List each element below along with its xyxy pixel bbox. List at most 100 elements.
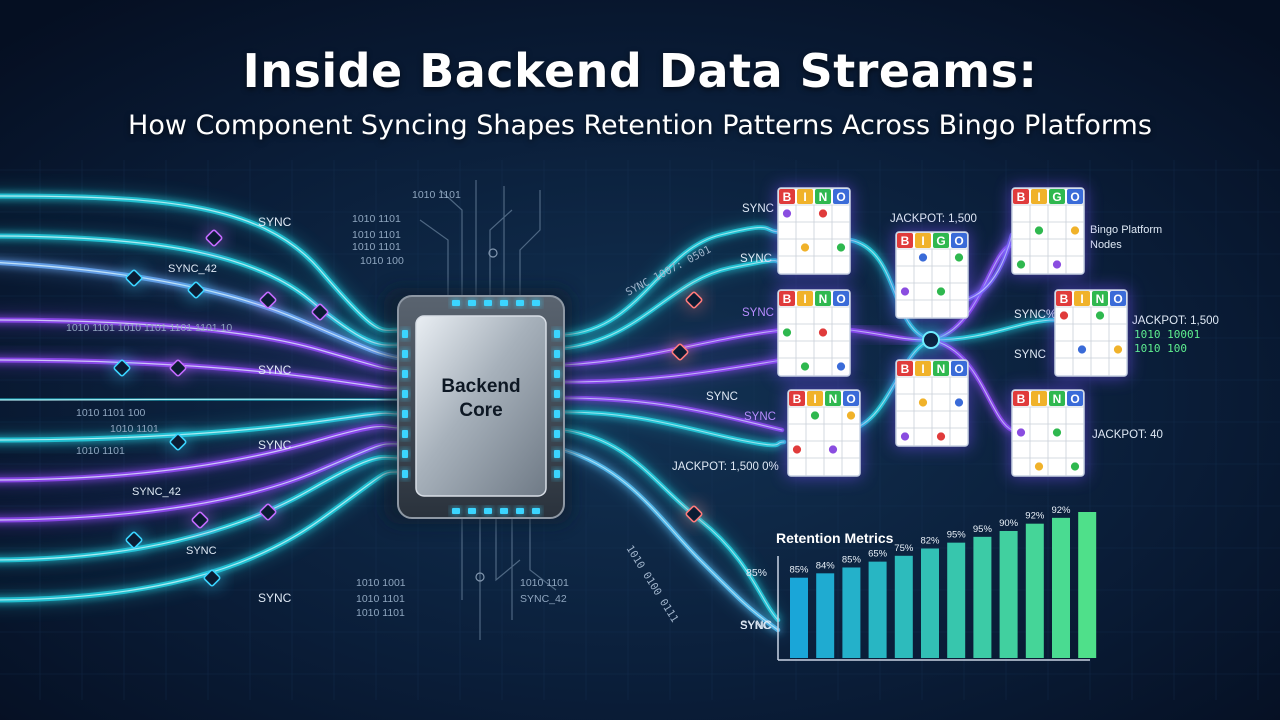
left-label-sync42-2: SYNC_42 [132,486,181,498]
bingo-header-letter: O [846,392,855,406]
core-label-line2: Core [459,400,502,421]
bingo-header-letter: I [813,392,816,406]
chart-bar [973,536,992,658]
chart-bar [868,561,887,658]
chart-bar [842,567,861,658]
core-label-line1: Backend [441,376,520,397]
bingo-header-letter: N [829,392,838,406]
bingo-header-letter: N [1053,392,1062,406]
right-label-sync: SYNC [742,203,774,215]
bingo-header-letter: G [936,234,945,248]
chart-bar [999,530,1018,658]
bingo-header-letter: B [1017,392,1026,406]
binary-label: 1010 1101 [520,577,569,589]
bingo-header-letter: I [803,190,806,204]
backend-core-chip[interactable]: Backend Core [384,288,572,524]
chart-bar [947,542,966,658]
page-subtitle: How Component Syncing Shapes Retention P… [128,110,1152,141]
chart-bar [816,573,835,658]
bingo-header-letter: B [783,292,792,306]
binary-label: 1010 1101 100 [76,407,145,419]
chart-bar [1078,512,1097,658]
chart-side-label: 85% [746,567,767,579]
chart-title: Retention Metrics [776,530,894,546]
bingo-header-letter: N [819,292,828,306]
bingo-header-letter: N [937,362,946,376]
stream-nodes [111,227,705,589]
chart-data-label: 90% [999,518,1019,529]
bingo-header-letter: I [1037,190,1040,204]
bingo-header-letter: G [1052,190,1061,204]
bingo-header-letter: O [1070,190,1079,204]
chart-data-label: 84% [816,560,836,571]
platform-nodes-label: Bingo Platform [1090,224,1162,236]
bingo-header-letter: B [1017,190,1026,204]
right-data-streams [557,220,1062,637]
binary-label: 1010 1101 [352,229,401,241]
retention-chart: Retention Metrics 85% SYNC 85%84%85%65%7… [740,505,1097,661]
jackpot-label: JACKPOT: 40 [1092,429,1163,441]
jackpot-label: JACKPOT: 1,500 [890,213,977,225]
left-label-sync-5: SYNC [258,591,292,605]
bingo-header-letter: O [954,362,963,376]
right-label-sync: SYNC [706,391,738,403]
binary-label: 1010 1101 1010 1101 1101 1101 10 [66,322,232,334]
bingo-header-letter: I [803,292,806,306]
left-labels: SYNC SYNC_42 SYNC SYNC SYNC_42 SYNC SYNC [132,215,292,605]
chart-data-label: 85% [789,565,809,576]
binary-label: 1010 1101 [352,241,401,253]
platform-nodes-label: Nodes [1090,239,1122,251]
chip-pins [402,300,560,514]
sync-hub-node [917,326,945,354]
jackpot-label: JACKPOT: 1,500 0% [672,461,779,473]
chart-data-label: 85% [842,554,862,565]
binary-label: 1010 100 [360,255,404,267]
chart-bar [894,555,913,658]
chart-bar [921,548,939,658]
chart-data-label: 95% [973,524,993,535]
bingo-header-letter: I [921,234,924,248]
right-label-sync: SYNC [740,620,772,632]
page-title: Inside Backend Data Streams: [242,44,1038,98]
binary-label: 1010 1001 [356,577,406,589]
chart-data-label: 82% [920,536,940,547]
left-label-sync-4: SYNC [186,545,217,557]
binary-label: 1010 1101 [76,445,125,457]
binary-label-green: 1010 10001 [1134,328,1200,341]
bingo-header-letter: O [836,190,845,204]
chart-bar [1052,517,1070,658]
binary-label: SYNC_42 [520,593,567,605]
binary-label: 1010 1101 [110,423,159,435]
right-label-sync: SYNC [744,411,776,423]
binary-label-green: 1010 100 [1134,342,1187,355]
binary-labels: 1010 1101 1010 1101 1010 1101 1010 1101 … [66,189,569,619]
left-label-sync42-1: SYNC_42 [168,263,217,275]
binary-label: 1010 1101 [356,593,405,605]
jackpot-label: JACKPOT: 1,500 [1132,315,1219,327]
bingo-header-letter: B [783,190,792,204]
bingo-header-letter: B [901,362,910,376]
right-label-sync: SYNC [742,307,774,319]
bingo-header-letter: I [1080,292,1083,306]
chart-bars: 85%84%85%65%75%82%95%95%90%92%92% [789,505,1097,658]
chart-bar [790,577,808,658]
chart-data-label: 92% [1051,505,1071,516]
circuit-traces [419,180,557,640]
left-label-sync-1: SYNC [258,215,292,229]
bingo-header-letter: O [1070,392,1079,406]
right-label-sync: SYNC% [1014,309,1056,321]
binary-label: 1010 1101 [412,189,461,201]
bingo-header-letter: O [836,292,845,306]
chart-sync-label: SYNC [740,620,771,632]
bingo-header-letter: O [1113,292,1122,306]
left-label-sync-2: SYNC [258,363,292,377]
binary-label: 1010 1101 [352,213,401,225]
